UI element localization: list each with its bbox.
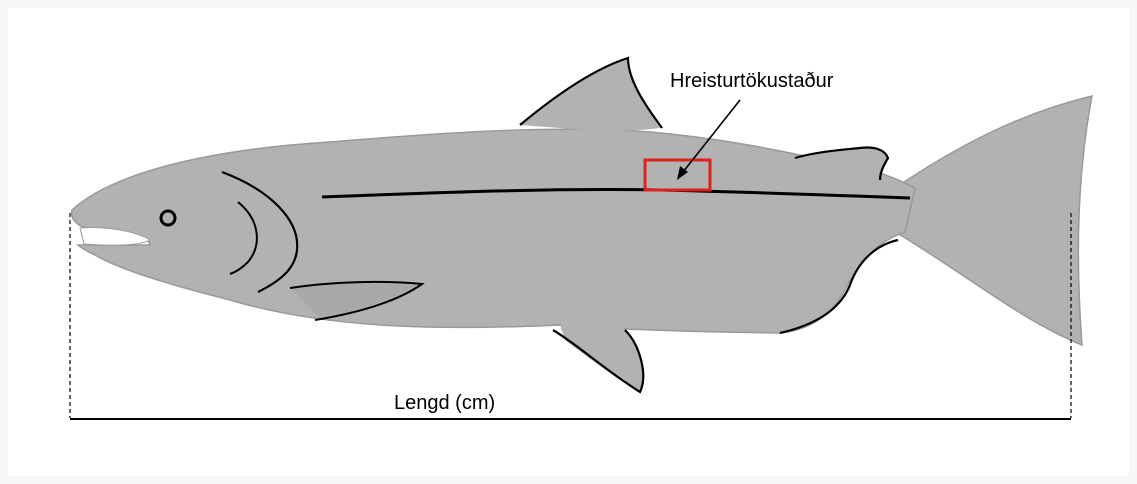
scale-sample-label: Hreisturtökustaður bbox=[670, 70, 834, 92]
eye bbox=[161, 211, 175, 225]
tail-fin bbox=[892, 96, 1092, 345]
fish-body bbox=[72, 129, 915, 333]
pelvic-fin bbox=[560, 320, 643, 392]
length-label: Lengd (cm) bbox=[394, 392, 495, 414]
